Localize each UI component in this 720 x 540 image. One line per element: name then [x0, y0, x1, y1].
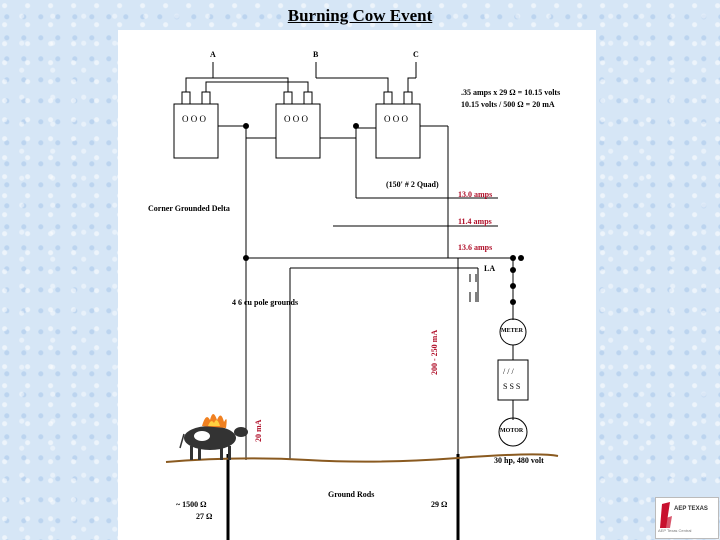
transformer-3-terminals: O O O: [384, 114, 408, 124]
transformer-3: [375, 103, 421, 159]
vertical-current-label: 200 - 250 mA: [430, 329, 439, 375]
junction-dot-4: [510, 255, 516, 261]
motor-label: MOTOR: [500, 428, 524, 434]
ground-rods-label: Ground Rods: [328, 490, 375, 499]
junction-dot-2: [353, 123, 359, 129]
secondary-2: [320, 127, 376, 139]
bushing-1b: [201, 91, 211, 105]
logo-subtext: AEP Texas Central: [658, 528, 692, 533]
disconnect-box: [497, 359, 529, 401]
junction-dot-1: [243, 123, 249, 129]
diagram-canvas: A B C O O O O O O O O O .35 amps x 29 Ω …: [118, 30, 596, 540]
wiring-diagram: [165, 62, 559, 540]
resistance-left-2: 27 Ω: [196, 512, 213, 521]
junction-dot-5: [518, 255, 524, 261]
company-logo: AEP TEXAS AEP Texas Central: [655, 497, 719, 539]
switch-marks: / / /: [503, 367, 514, 376]
logo-text: AEP TEXAS: [674, 506, 708, 512]
fuse-marks: S S S: [503, 382, 521, 391]
bushing-2a: [283, 91, 293, 105]
quad-label: (150' # 2 Quad): [386, 180, 439, 189]
bushing-3a: [383, 91, 393, 105]
primary-b1: [205, 81, 309, 92]
resistance-right: 29 Ω: [431, 500, 448, 509]
primary-c: [407, 77, 416, 92]
cow-current-label: 20 mA: [254, 419, 263, 442]
calc-line-1: .35 amps x 29 Ω = 10.15 volts: [461, 88, 561, 97]
current-label-3: 13.6 amps: [458, 243, 493, 252]
resistance-left-1: ~ 1500 Ω: [176, 500, 207, 509]
earth-surface: [165, 453, 559, 463]
flame-icon: [202, 414, 227, 428]
primary-b2: [316, 77, 389, 92]
junction-dot-7: [510, 283, 516, 289]
calc-line-2: 10.15 volts / 500 Ω = 20 mA: [461, 100, 555, 109]
pole-grounds-label: 4 6 cu pole grounds: [232, 298, 299, 307]
junction-dot-6: [510, 267, 516, 273]
bushing-2b: [303, 91, 313, 105]
current-label-2: 11.4 amps: [458, 217, 492, 226]
motor-rating: 30 hp, 480 volt: [494, 456, 544, 465]
line-label-b: B: [313, 50, 319, 59]
junction-dot-3: [243, 255, 249, 261]
line-label-c: C: [413, 50, 419, 59]
transformer-2: [275, 103, 321, 159]
primary-a: [185, 77, 289, 92]
logo-mark-icon: [660, 502, 672, 528]
meter-label: METER: [501, 328, 524, 334]
line-label-a: A: [210, 50, 216, 59]
la-label: LA: [484, 264, 496, 273]
junction-dot-8: [510, 299, 516, 305]
transformer-1: [173, 103, 219, 159]
transformer-2-terminals: O O O: [284, 114, 308, 124]
transformer-1-terminals: O O O: [182, 114, 206, 124]
bushing-1a: [181, 91, 191, 105]
delta-label: Corner Grounded Delta: [148, 204, 230, 213]
cow-figure: [179, 426, 248, 460]
current-label-1: 13.0 amps: [458, 190, 493, 199]
motor-circle: [498, 417, 528, 447]
bushing-3b: [403, 91, 413, 105]
slide-title: Burning Cow Event: [287, 6, 433, 25]
